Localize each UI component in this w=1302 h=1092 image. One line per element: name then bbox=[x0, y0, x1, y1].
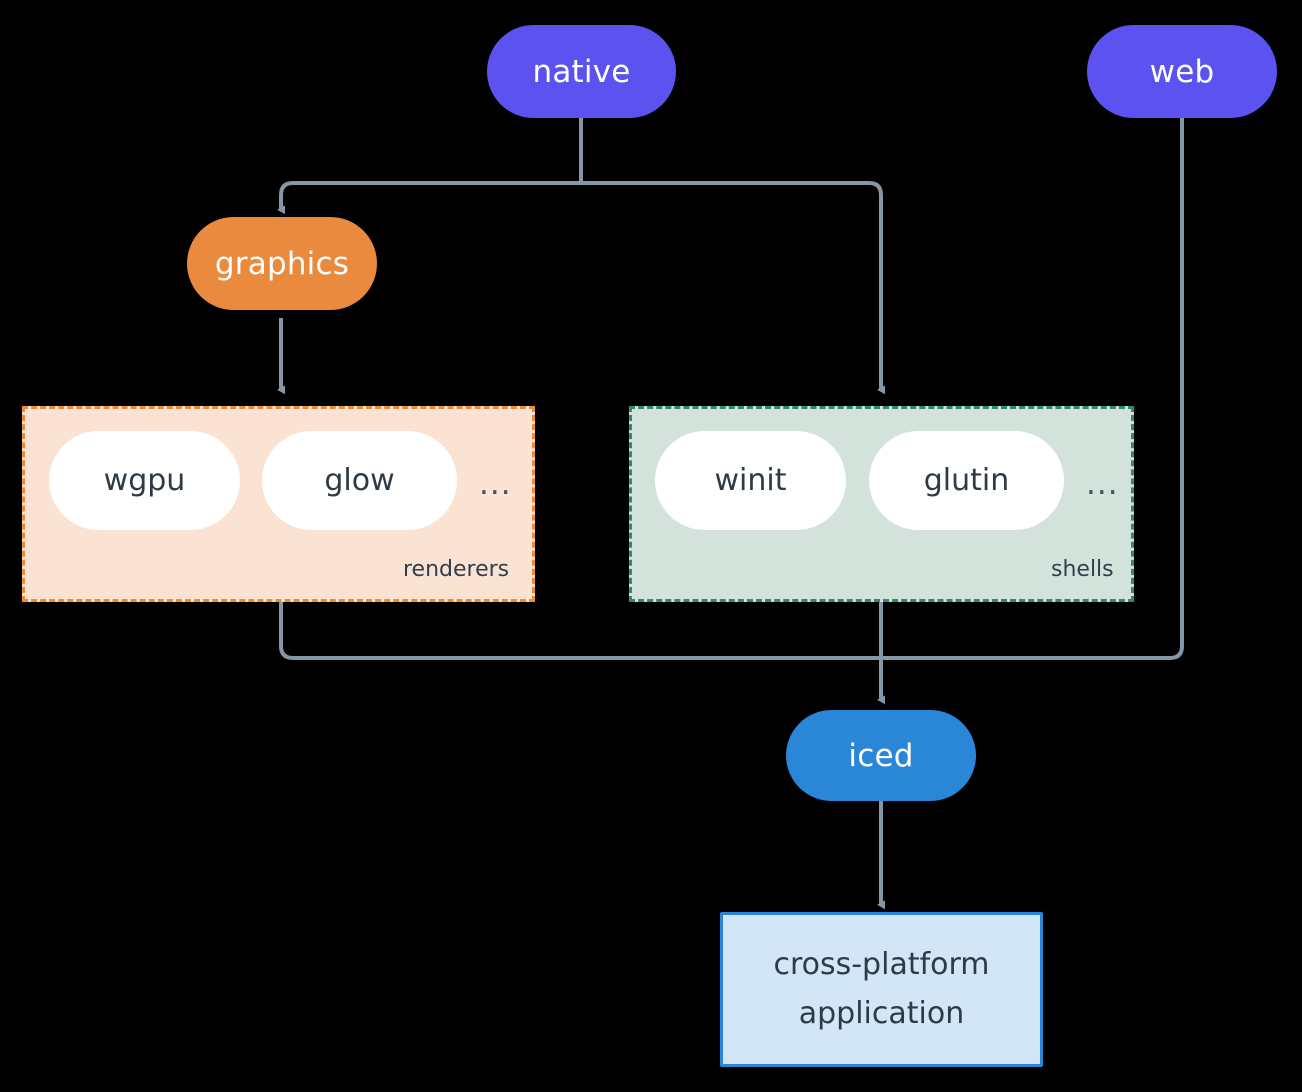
group-renderers-label: renderers bbox=[403, 557, 510, 582]
edge-native-to-graphics bbox=[277, 181, 581, 215]
leaf-glow[interactable]: glow bbox=[262, 431, 457, 530]
node-web[interactable]: web bbox=[1087, 25, 1277, 118]
edge-renderers-to-iced bbox=[279, 602, 881, 660]
leaf-winit[interactable]: winit bbox=[655, 431, 846, 530]
leaf-glutin-label: glutin bbox=[923, 463, 1010, 498]
leaf-wgpu-label: wgpu bbox=[103, 463, 186, 498]
node-web-label: web bbox=[1149, 53, 1215, 90]
node-graphics[interactable]: graphics bbox=[187, 217, 377, 310]
node-cross-platform-application[interactable]: cross-platform application bbox=[720, 912, 1043, 1067]
group-shells-label: shells bbox=[1051, 557, 1114, 582]
node-native-label: native bbox=[532, 53, 631, 90]
renderers-overflow-ellipsis: ... bbox=[479, 466, 512, 502]
application-label-line1: cross-platform bbox=[773, 946, 990, 982]
leaf-glow-label: glow bbox=[324, 463, 395, 498]
leaf-winit-label: winit bbox=[714, 463, 787, 498]
application-label-line2: application bbox=[798, 995, 965, 1031]
node-iced-label: iced bbox=[848, 737, 914, 774]
edge-native-to-shells bbox=[581, 181, 885, 395]
leaf-glutin[interactable]: glutin bbox=[869, 431, 1064, 530]
shells-overflow-ellipsis: ... bbox=[1086, 466, 1119, 502]
leaf-wgpu[interactable]: wgpu bbox=[49, 431, 240, 530]
node-iced[interactable]: iced bbox=[786, 710, 976, 801]
node-graphics-label: graphics bbox=[214, 245, 350, 282]
node-native[interactable]: native bbox=[487, 25, 676, 118]
